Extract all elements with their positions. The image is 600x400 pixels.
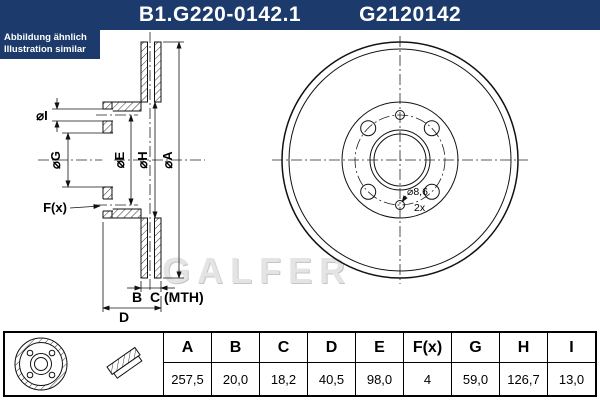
spec-value-f: 4 (403, 363, 451, 395)
spec-header-h: H (499, 333, 547, 363)
pin-count-label: 2x (414, 202, 426, 214)
drawing-svg: ⌀I ⌀G ⌀E ⌀H (36, 32, 528, 325)
dim-a: ⌀A (160, 41, 184, 279)
d-label: D (119, 309, 129, 325)
technical-drawing: GALFER (0, 30, 600, 331)
spec-value-c: 18,2 (259, 363, 307, 395)
mini-disc-icon (14, 337, 68, 391)
header-bar: B1.G220-0142.1 G2120142 (0, 0, 600, 30)
dim-label-h: ⌀H (135, 151, 150, 168)
dim-f: F(x) (43, 200, 101, 215)
dim-label-i: ⌀I (36, 108, 47, 123)
galfer-watermark: GALFER (162, 250, 352, 291)
similar-note: Abbildung ähnlich Illustration similar (0, 30, 100, 59)
spec-value-a: 257,5 (163, 363, 211, 395)
bolt-hole (423, 120, 440, 137)
spec-header-b: B (211, 333, 259, 363)
front-view: ⌀8,6 2x (272, 36, 528, 284)
dim-i: ⌀I (36, 98, 103, 132)
cross-section-view: ⌀I ⌀G ⌀E ⌀H (36, 32, 205, 325)
bolt-hole (360, 183, 377, 200)
spec-value-b: 20,0 (211, 363, 259, 395)
dim-label-g: ⌀G (48, 151, 63, 169)
dim-d: D (102, 222, 162, 325)
spec-header-g: G (451, 333, 499, 363)
spec-value-i: 13,0 (547, 363, 595, 395)
spec-value-e: 98,0 (355, 363, 403, 395)
mini-pad-icon (106, 346, 143, 379)
dim-b-c: B C (MTH) (127, 281, 204, 305)
note-line-de: Abbildung ähnlich (4, 32, 87, 43)
c-mth-label: C (MTH) (150, 289, 204, 305)
b-label: B (132, 289, 142, 305)
spec-header-e: E (355, 333, 403, 363)
spec-header-a: A (163, 333, 211, 363)
bolt-hole (423, 183, 440, 200)
dim-h: ⌀H (135, 101, 158, 219)
dim-g: ⌀G (48, 132, 103, 188)
spec-value-g: 59,0 (451, 363, 499, 395)
oe-number: G2120142 (359, 3, 462, 26)
spec-table: A B C D E F(x) G H I 257,5 20,0 18,2 40,… (3, 331, 597, 397)
f-label: F(x) (43, 200, 67, 215)
spec-header-i: I (547, 333, 595, 363)
part-number: B1.G220-0142.1 (138, 3, 302, 26)
dim-label-e: ⌀E (112, 151, 127, 168)
spec-value-h: 126,7 (499, 363, 547, 395)
note-line-en: Illustration similar (4, 44, 86, 56)
spec-header-f: F(x) (403, 333, 451, 363)
bolt-hole (360, 120, 377, 137)
pin-hole-label: ⌀8,6 (407, 186, 428, 198)
dim-label-a: ⌀A (160, 151, 175, 169)
mini-icons-svg (14, 337, 143, 391)
spec-header-d: D (307, 333, 355, 363)
spec-value-d: 40,5 (307, 363, 355, 395)
spec-header-c: C (259, 333, 307, 363)
dim-e: ⌀E (112, 114, 134, 206)
spec-icon-cell (5, 333, 163, 395)
